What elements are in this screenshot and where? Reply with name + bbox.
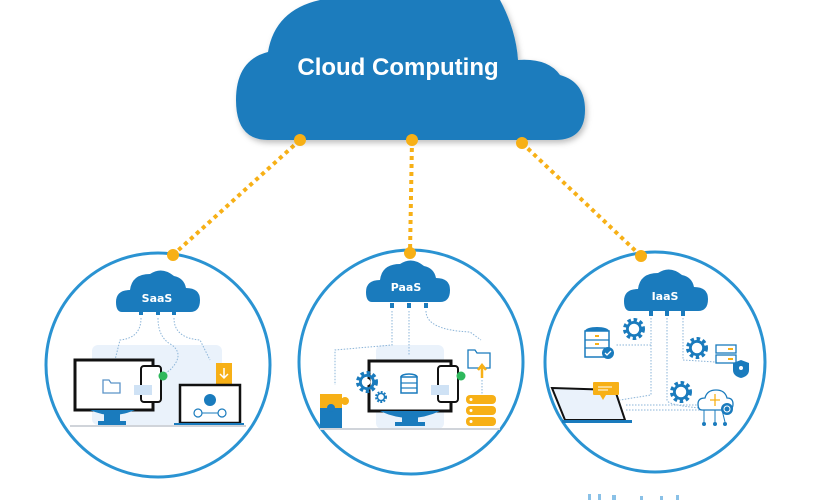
folder-upload-icon [467, 349, 491, 378]
phone-icon [134, 365, 168, 403]
check-icon [158, 371, 168, 381]
paas-dotted-lines [334, 310, 483, 395]
database-check-icon [584, 327, 614, 359]
download-file-icon [216, 363, 232, 385]
connector-dot [516, 137, 528, 149]
user-icon [204, 394, 216, 406]
saas-plugs [139, 310, 176, 315]
main-cloud [236, 0, 585, 140]
laptop-icon [174, 383, 244, 426]
saas-node: SaaS [44, 251, 272, 479]
connector-dot [167, 249, 179, 261]
connector-saas [171, 138, 302, 257]
database-icon [400, 373, 418, 394]
paas-plugs [390, 303, 428, 308]
paas-label: PaaS [391, 281, 422, 294]
puzzle-icon [320, 394, 349, 428]
check-icon [456, 371, 466, 381]
partial-text-fragment [588, 494, 679, 500]
iaas-node: IaaS [543, 250, 767, 474]
laptop-chat-icon [550, 382, 632, 423]
paas-node: PaaS [297, 248, 525, 476]
server-stack-icon [466, 395, 496, 426]
connector-dot [294, 134, 306, 146]
connector-dot [404, 247, 416, 259]
phone-icon [431, 365, 466, 403]
cloud-network-icon [697, 389, 734, 426]
saas-label: SaaS [142, 292, 173, 305]
main-title: Cloud Computing [297, 54, 498, 81]
server-shield-icon [715, 344, 749, 378]
connector-dot [635, 250, 647, 262]
refresh-icon [721, 403, 733, 415]
iaas-label: IaaS [652, 290, 679, 303]
connector-iaas [520, 141, 643, 258]
connector-paas [408, 139, 414, 254]
folder-icon [102, 379, 121, 394]
iaas-dotted-lines [615, 318, 716, 411]
connector-dot [406, 134, 418, 146]
saas-dotted-lines [114, 317, 211, 376]
iaas-plugs [649, 311, 685, 316]
